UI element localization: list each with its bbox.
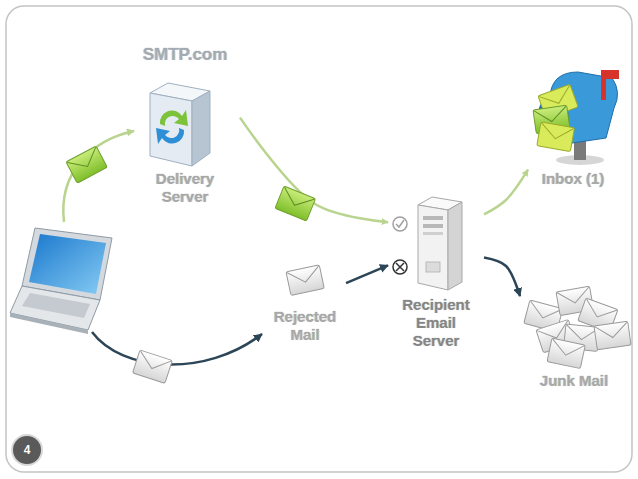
gray-envelope [133, 350, 173, 383]
inbox-node: Inbox (1) [528, 66, 618, 188]
direct-arrow [92, 332, 262, 365]
flow-arrow [346, 265, 388, 283]
laptop-icon [10, 228, 112, 334]
node-heading: SMTP.com [143, 45, 228, 65]
green-envelope [66, 146, 107, 183]
mail-node: Rejected Mail [264, 268, 346, 344]
junk-pile-icon [524, 286, 631, 368]
recipient-server-icon [418, 197, 462, 290]
slide-number-badge [12, 435, 42, 465]
server-node: Recipient Email Server [388, 196, 484, 350]
node-label: Rejected Mail [269, 308, 341, 344]
node-label: Delivery Server [145, 170, 225, 206]
green-envelope [275, 186, 316, 221]
accept-symbol [393, 217, 407, 231]
delivery-server-icon [150, 83, 210, 166]
reject-symbol [393, 260, 407, 274]
send-arrow [63, 131, 134, 222]
server-node: SMTP.comDelivery Server [130, 45, 240, 206]
flow-arrow [484, 258, 520, 297]
gray-envelope [286, 265, 324, 296]
slide-frame [6, 6, 632, 472]
mailbox-icon [533, 70, 619, 165]
flow-arrow [240, 118, 388, 223]
flow-arrow [484, 170, 528, 215]
node-label: Inbox (1) [542, 170, 605, 188]
node-label: Recipient Email Server [396, 296, 476, 350]
junk-node: Junk Mail [520, 288, 628, 390]
node-label: Junk Mail [540, 372, 608, 390]
slide-number: 4 [24, 443, 31, 457]
